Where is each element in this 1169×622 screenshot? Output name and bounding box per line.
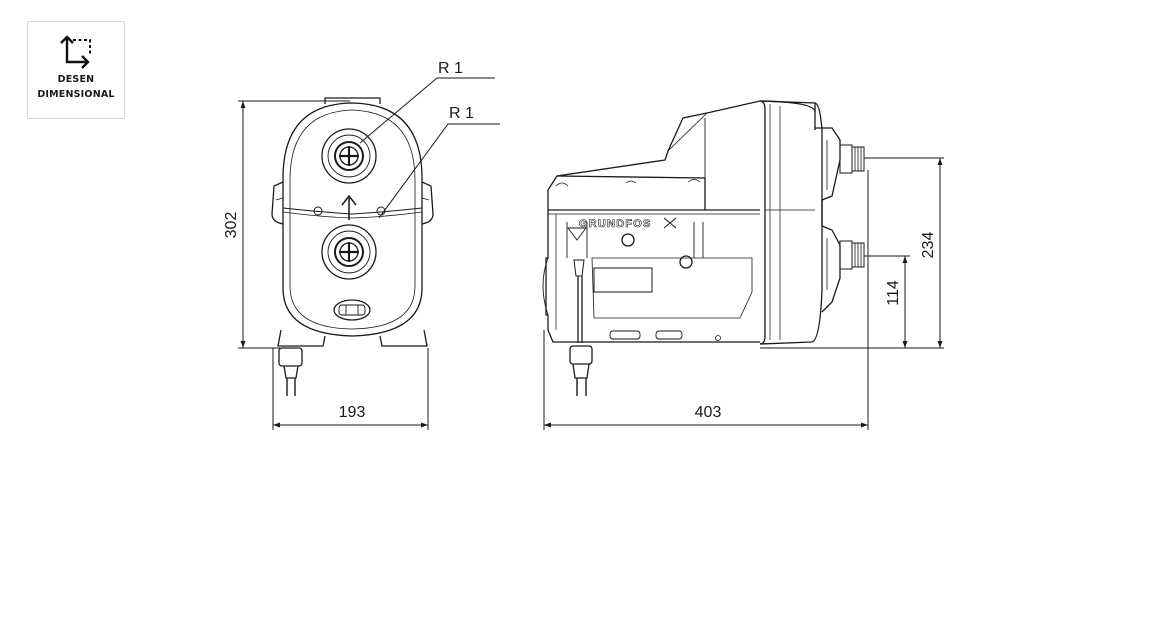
side-length-dimension bbox=[543, 170, 869, 430]
badge-label-line2: DIMENSIONAL bbox=[37, 89, 115, 100]
front-connection-top-label: R 1 bbox=[438, 60, 463, 77]
side-length-value: 403 bbox=[695, 404, 722, 421]
brand-x-mark bbox=[663, 217, 677, 229]
outlet-height-dimension bbox=[864, 157, 944, 348]
outlet-height-value: 234 bbox=[920, 232, 937, 259]
inlet-height-value: 114 bbox=[885, 280, 902, 306]
inlet-height-dimension bbox=[864, 255, 910, 348]
front-view bbox=[271, 97, 434, 396]
front-connection-leaders bbox=[359, 77, 500, 219]
front-height-dimension bbox=[238, 100, 350, 349]
side-view bbox=[542, 100, 865, 396]
front-height-value: 302 bbox=[223, 212, 240, 239]
dimension-corner-icon bbox=[60, 35, 91, 69]
badge-label-line1: DESEN bbox=[57, 74, 95, 85]
front-width-value: 193 bbox=[339, 404, 366, 421]
dimensional-drawing-badge[interactable]: DESEN DIMENSIONAL bbox=[27, 21, 125, 119]
front-connection-bottom-label: R 1 bbox=[449, 105, 474, 122]
front-width-dimension bbox=[272, 348, 429, 430]
brand-logo: GRUNDFOS bbox=[579, 218, 652, 230]
